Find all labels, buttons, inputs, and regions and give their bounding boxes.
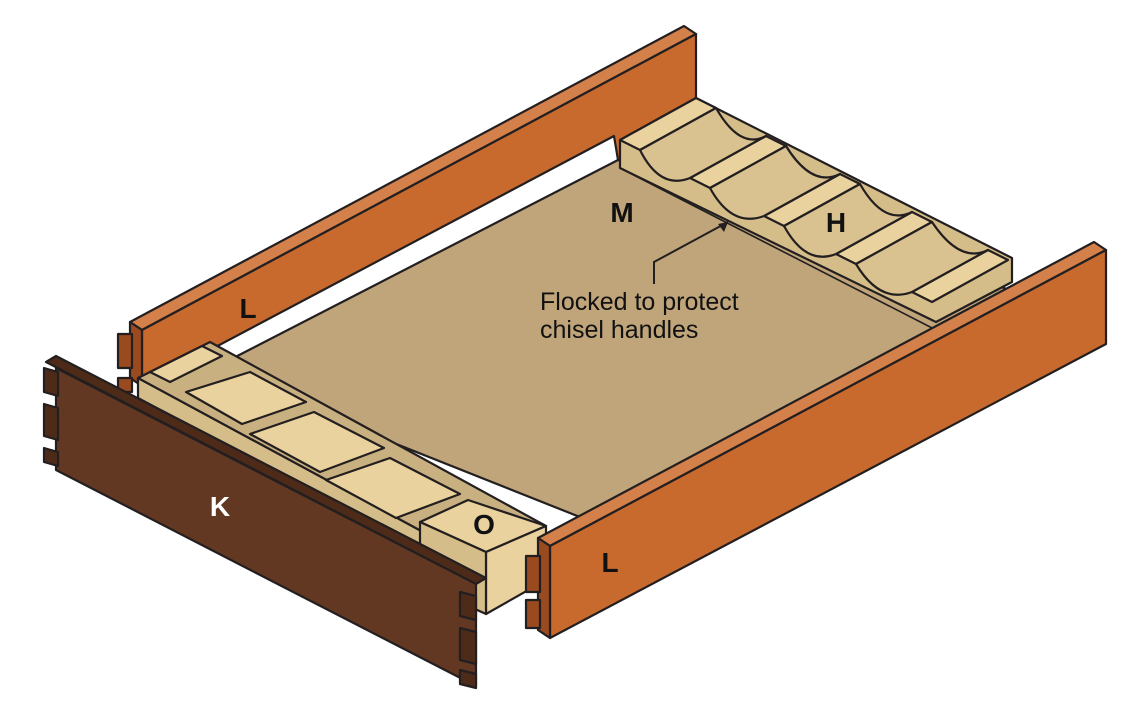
front-rail (42, 354, 488, 690)
front-rail-tail (458, 590, 478, 622)
right-side-rail (524, 240, 1108, 640)
right-side-rail-pin (524, 554, 542, 594)
handle-rest-label: H (826, 207, 846, 238)
bottom-panel-label: M (610, 197, 633, 228)
callout-arrowhead (718, 222, 728, 232)
front-rail-tail (458, 626, 478, 666)
front-rail-tail (42, 446, 60, 468)
front-rail-tail (42, 402, 60, 442)
handle-rest-cove (782, 182, 914, 258)
handle-rest-cove (638, 106, 768, 182)
left-side-rail-pin (116, 332, 134, 370)
callout-leader-line (653, 221, 729, 284)
left-side-rail (116, 24, 698, 394)
front-rail-tail (42, 366, 60, 398)
handle-rest (618, 96, 1014, 324)
panel-seam (619, 167, 937, 331)
blade-rack-block (324, 456, 462, 520)
front-rail-tail (458, 668, 478, 690)
blade-rack-label: O (473, 509, 495, 540)
callout-text-line2: chisel handles (540, 316, 698, 344)
blade-rack-block (184, 370, 308, 426)
handle-rest-cove (854, 220, 990, 296)
left-side-rail-label: L (239, 293, 256, 324)
right-side-rail-label: L (601, 547, 618, 578)
blade-rack-block (148, 344, 224, 384)
right-side-rail-pin (524, 598, 542, 630)
front-rail-label: K (210, 491, 230, 522)
handle-rest-cove (708, 144, 842, 220)
callout-text-line1: Flocked to protect (540, 288, 739, 316)
blade-rack-block (248, 410, 386, 474)
